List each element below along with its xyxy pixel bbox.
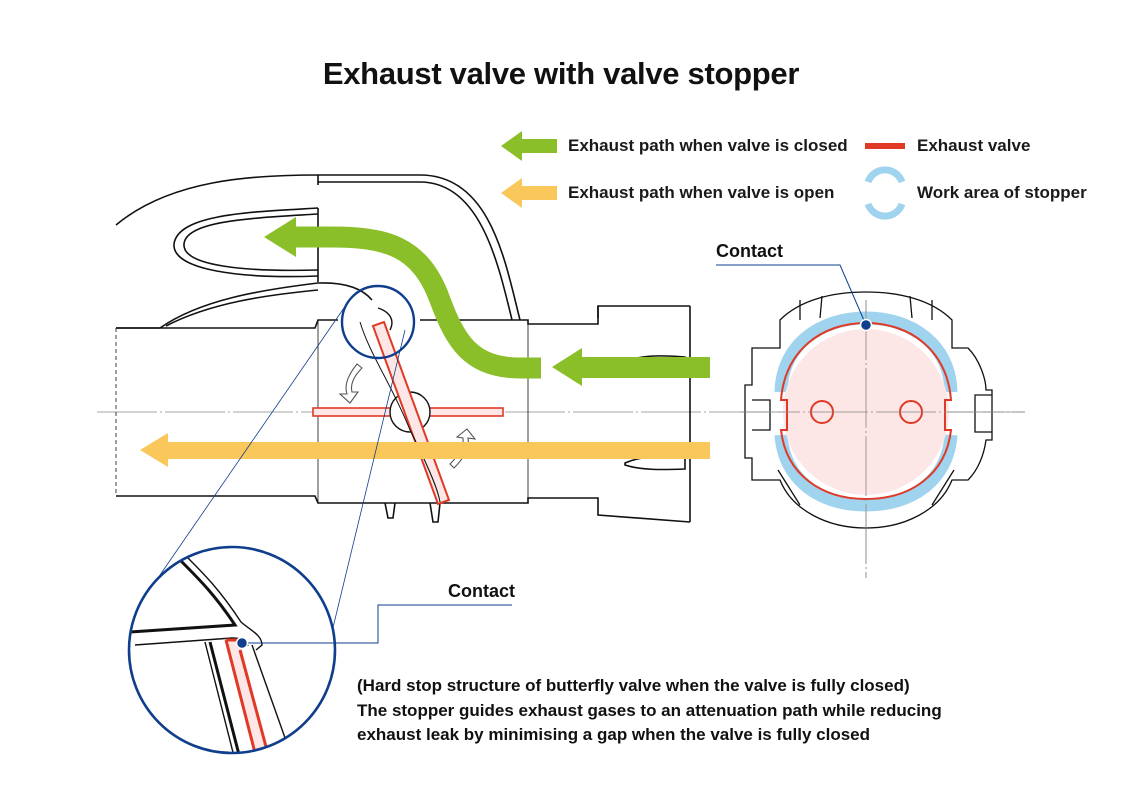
legend-valve-label: Exhaust valve — [917, 136, 1031, 155]
caption-line-3: exhaust leak by minimising a gap when th… — [357, 725, 871, 744]
legend-closed-path-swatch — [501, 131, 557, 161]
butterfly-valve — [312, 307, 504, 506]
contact-detail-label: Contact — [448, 581, 515, 601]
legend-stopper-swatch — [864, 166, 906, 220]
contact-top-label: Contact — [716, 241, 783, 261]
open-exhaust-path-arrow — [140, 433, 710, 467]
contact-top-leader — [716, 264, 873, 332]
caption-line-1: (Hard stop structure of butterfly valve … — [357, 676, 910, 695]
closed-exhaust-path-arrow — [264, 217, 710, 386]
valve-cross-section — [740, 291, 1025, 578]
detail-magnifier — [127, 284, 512, 755]
diagram-title: Exhaust valve with valve stopper — [322, 56, 800, 91]
caption: (Hard stop structure of butterfly valve … — [357, 674, 1057, 748]
legend-stopper-label: Work area of stopper — [917, 183, 1087, 202]
caption-line-2: The stopper guides exhaust gases to an a… — [357, 700, 942, 720]
legend-closed-path-label: Exhaust path when valve is closed — [568, 136, 848, 155]
legend-valve-swatch — [865, 143, 905, 149]
legend-open-path-swatch — [501, 178, 557, 208]
legend-open-path-label: Exhaust path when valve is open — [568, 183, 835, 202]
